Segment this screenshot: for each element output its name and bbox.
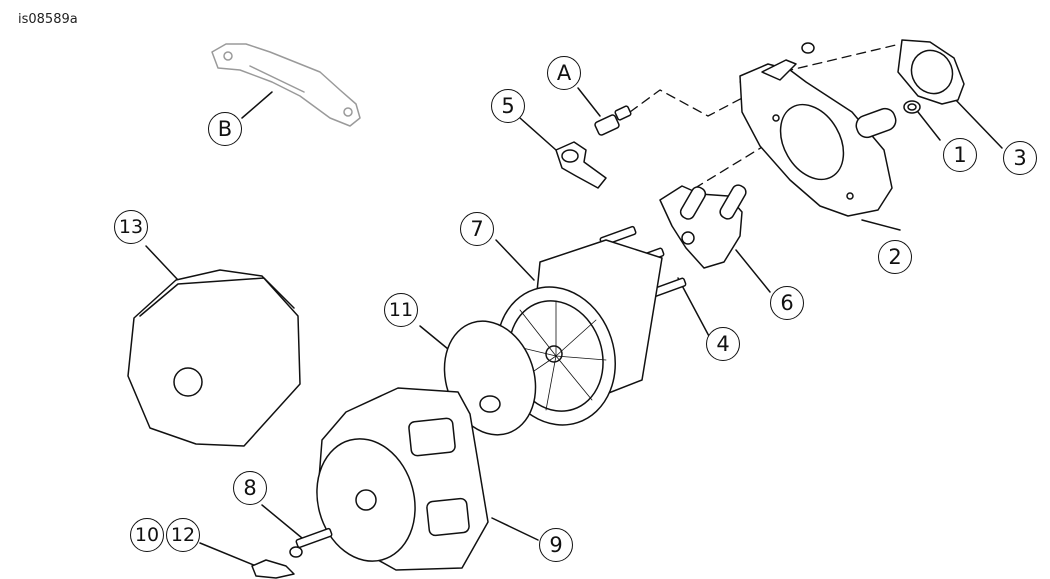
callout-8: 8 bbox=[233, 471, 267, 505]
callout-a: A bbox=[547, 56, 581, 90]
callout-1: 1 bbox=[943, 138, 977, 172]
gasket bbox=[897, 39, 965, 105]
callout-13: 13 bbox=[114, 210, 148, 244]
medallion bbox=[251, 559, 295, 579]
breather-bracket bbox=[659, 184, 747, 269]
callout-12: 12 bbox=[166, 518, 200, 552]
callout-2: 2 bbox=[878, 240, 912, 274]
air-cleaner-cover bbox=[316, 387, 489, 571]
callout-4: 4 bbox=[706, 327, 740, 361]
callout-b: B bbox=[208, 112, 242, 146]
figure-id: is08589a bbox=[18, 12, 78, 27]
clip bbox=[555, 141, 607, 189]
callout-10: 10 bbox=[130, 518, 164, 552]
callout-6: 6 bbox=[770, 286, 804, 320]
bracket-b bbox=[211, 43, 361, 127]
callout-3: 3 bbox=[1003, 141, 1037, 175]
callout-9: 9 bbox=[539, 528, 573, 562]
callout-5: 5 bbox=[491, 89, 525, 123]
callout-7: 7 bbox=[460, 212, 494, 246]
cover-screw bbox=[289, 527, 333, 558]
washer bbox=[801, 42, 815, 54]
rain-sock bbox=[127, 269, 301, 447]
backplate bbox=[739, 59, 897, 217]
breather-fitting-a bbox=[594, 105, 632, 136]
callout-11: 11 bbox=[384, 293, 418, 327]
